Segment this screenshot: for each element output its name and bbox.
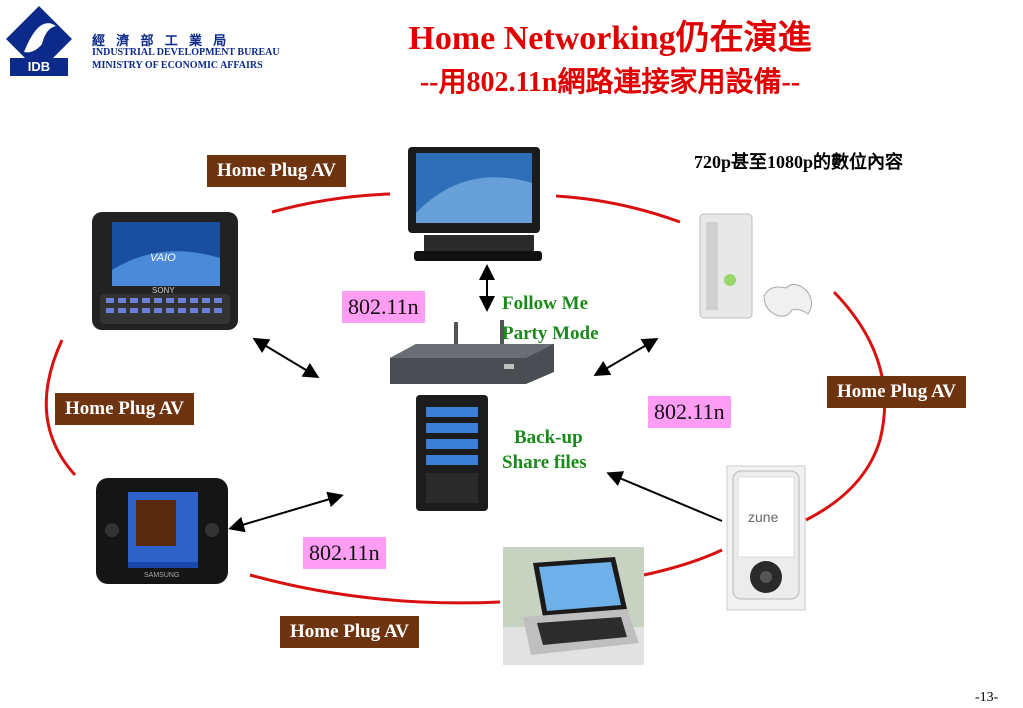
desktop-computer-icon (408, 147, 542, 261)
zune-brand: zune (748, 509, 779, 525)
ring-arc-top-left (271, 192, 391, 214)
ring-arc-top-right (555, 194, 681, 224)
samsung-umpc-icon (96, 478, 228, 584)
idb-abbr: IDB (27, 59, 51, 74)
arrow-left-upper (252, 337, 320, 379)
sony-vaio-umpc: VAIO SONY (90, 210, 240, 332)
ring-arc-bottom-right (643, 548, 723, 577)
umpc-icon (92, 212, 238, 330)
samsung-umpc: SAMSUNG (94, 476, 230, 586)
home-plug-av-label-right: Home Plug AV (827, 376, 966, 408)
home-plug-av-label-bottom: Home Plug AV (280, 616, 419, 648)
idb-logo: IDB (4, 4, 74, 78)
vaio-brand: VAIO (150, 252, 176, 264)
ring-arc-left (44, 339, 77, 477)
ring-arc-right (805, 290, 887, 522)
xbox-console-icon (699, 213, 812, 319)
wifi-802-11n-label-bottom-left: 802.11n (303, 537, 386, 569)
home-plug-av-label-top: Home Plug AV (207, 155, 346, 187)
follow-me-label: Follow Me (502, 293, 589, 314)
zune-player-icon (726, 465, 806, 611)
page-number: -13- (975, 690, 999, 705)
zune-player: zune (726, 465, 806, 611)
home-plug-av-label-left: Home Plug AV (55, 393, 194, 425)
samsung-brand: SAMSUNG (144, 572, 180, 579)
logo-english-line1: INDUSTRIAL DEVELOPMENT BUREAU (92, 47, 280, 58)
home-server-icon (416, 395, 488, 511)
share-files-label: Share files (502, 452, 587, 473)
wifi-802-11n-label-top-left: 802.11n (342, 291, 425, 323)
tablet-laptop-icon (503, 547, 644, 665)
wifi-802-11n-label-right: 802.11n (648, 396, 731, 428)
sony-brand: SONY (152, 286, 175, 295)
hd-content-caption: 720p甚至1080p的數位內容 (694, 152, 904, 172)
slide-title: Home Networking仍在演進 (408, 20, 812, 57)
logo-english-line2: MINISTRY OF ECONOMIC AFFAIRS (92, 60, 263, 71)
wireless-router-icon (390, 320, 554, 384)
slide-subtitle: --用802.11n網路連接家用設備-- (419, 67, 801, 98)
party-mode-label: Party Mode (502, 323, 599, 344)
arrow-right-lower (606, 471, 723, 522)
backup-label: Back-up (514, 427, 583, 448)
logo-chinese-name: 經 濟 部 工 業 局 (92, 33, 231, 48)
arrow-right-upper (593, 337, 659, 377)
idb-emblem-icon (6, 6, 72, 76)
ring-arc-bottom (249, 573, 501, 605)
arrow-left-lower (228, 491, 344, 533)
